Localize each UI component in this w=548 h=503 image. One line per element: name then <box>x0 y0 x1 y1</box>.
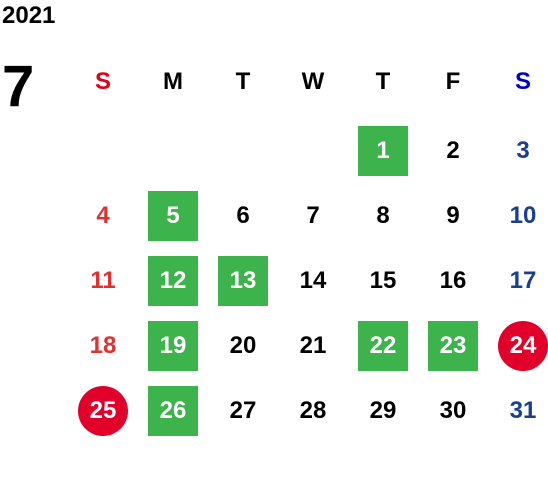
calendar-cell: 16 <box>418 248 488 313</box>
calendar-cell: 1 <box>348 118 418 183</box>
calendar-day[interactable]: 16 <box>439 266 467 294</box>
calendar-week-row: 11 12 13 14 15 16 17 <box>68 248 548 313</box>
calendar-cell: 17 <box>488 248 548 313</box>
highlighted-day[interactable]: 22 <box>358 320 408 371</box>
highlighted-day[interactable]: 12 <box>148 255 198 306</box>
weekday-saturday: S <box>514 68 531 95</box>
calendar-cell: 29 <box>348 378 418 443</box>
highlighted-day[interactable]: 26 <box>148 385 198 436</box>
weekday-wednesday: W <box>301 68 325 95</box>
calendar-cell: 23 <box>418 313 488 378</box>
holiday-day[interactable]: 25 <box>78 385 128 436</box>
weekday-thursday: T <box>375 68 391 95</box>
calendar-day[interactable]: 17 <box>509 266 537 294</box>
calendar-day[interactable]: 30 <box>439 396 467 424</box>
calendar-day[interactable]: 18 <box>89 331 117 359</box>
calendar-cell: 27 <box>208 378 278 443</box>
calendar-day[interactable]: 14 <box>299 266 327 294</box>
calendar-day[interactable]: 7 <box>306 201 320 229</box>
calendar-day[interactable]: 11 <box>90 266 116 294</box>
calendar-cell: 31 <box>488 378 548 443</box>
calendar-day[interactable]: 3 <box>516 136 530 164</box>
weekday-tuesday: T <box>235 68 251 95</box>
calendar-day[interactable]: 2 <box>446 136 460 164</box>
month-label: 7 <box>2 54 35 119</box>
calendar-day[interactable]: 8 <box>376 201 390 229</box>
calendar-day[interactable]: 27 <box>229 396 257 424</box>
calendar-cell: 26 <box>138 378 208 443</box>
calendar-cell: 21 <box>278 313 348 378</box>
calendar-cell: 10 <box>488 183 548 248</box>
highlighted-day[interactable]: 23 <box>428 320 478 371</box>
calendar-day[interactable]: 21 <box>299 331 327 359</box>
calendar-cell: 4 <box>68 183 138 248</box>
calendar-cell <box>208 118 278 183</box>
calendar-day[interactable]: 31 <box>509 396 537 424</box>
calendar-cell: 3 <box>488 118 548 183</box>
calendar-day[interactable]: 15 <box>369 266 397 294</box>
weekday-sunday: S <box>94 68 111 95</box>
calendar-cell: 30 <box>418 378 488 443</box>
calendar-day[interactable]: 20 <box>229 331 257 359</box>
highlighted-day[interactable]: 1 <box>358 125 408 176</box>
calendar-cell: 18 <box>68 313 138 378</box>
calendar-cell: 20 <box>208 313 278 378</box>
calendar-cell: 15 <box>348 248 418 313</box>
calendar-cell: 8 <box>348 183 418 248</box>
weekday-friday: F <box>445 68 461 95</box>
highlighted-day[interactable]: 5 <box>148 190 198 241</box>
calendar-cell: 12 <box>138 248 208 313</box>
calendar-cell: 6 <box>208 183 278 248</box>
calendar-day[interactable]: 4 <box>96 201 110 229</box>
calendar-cell: 2 <box>418 118 488 183</box>
calendar-week-row: 1 2 3 <box>68 118 548 183</box>
calendar-week-row: 4 5 6 7 8 9 10 <box>68 183 548 248</box>
weekday-header-row: S M T W T F S <box>68 60 548 104</box>
calendar-cell: 5 <box>138 183 208 248</box>
calendar-week-row: 18 19 20 21 22 23 24 <box>68 313 548 378</box>
highlighted-day[interactable]: 19 <box>148 320 198 371</box>
year-label: 2021 <box>2 2 56 29</box>
highlighted-day[interactable]: 13 <box>218 255 268 306</box>
calendar-cell <box>68 118 138 183</box>
calendar-day[interactable]: 9 <box>446 201 460 229</box>
calendar-cell: 19 <box>138 313 208 378</box>
calendar-cell <box>138 118 208 183</box>
calendar-cell: 28 <box>278 378 348 443</box>
calendar-cell: 11 <box>68 248 138 313</box>
calendar-day[interactable]: 10 <box>509 201 537 229</box>
calendar-cell <box>278 118 348 183</box>
calendar-week-row: 25 26 27 28 29 30 31 <box>68 378 548 443</box>
calendar-cell: 22 <box>348 313 418 378</box>
calendar-cell: 13 <box>208 248 278 313</box>
calendar-cell: 14 <box>278 248 348 313</box>
holiday-day[interactable]: 24 <box>498 320 548 371</box>
calendar-day[interactable]: 29 <box>369 396 397 424</box>
weekday-monday: M <box>163 68 183 95</box>
calendar-cell: 7 <box>278 183 348 248</box>
calendar-cell: 25 <box>68 378 138 443</box>
calendar-cell: 9 <box>418 183 488 248</box>
calendar-day[interactable]: 6 <box>236 201 250 229</box>
calendar-day[interactable]: 28 <box>299 396 327 424</box>
calendar-cell: 24 <box>488 313 548 378</box>
